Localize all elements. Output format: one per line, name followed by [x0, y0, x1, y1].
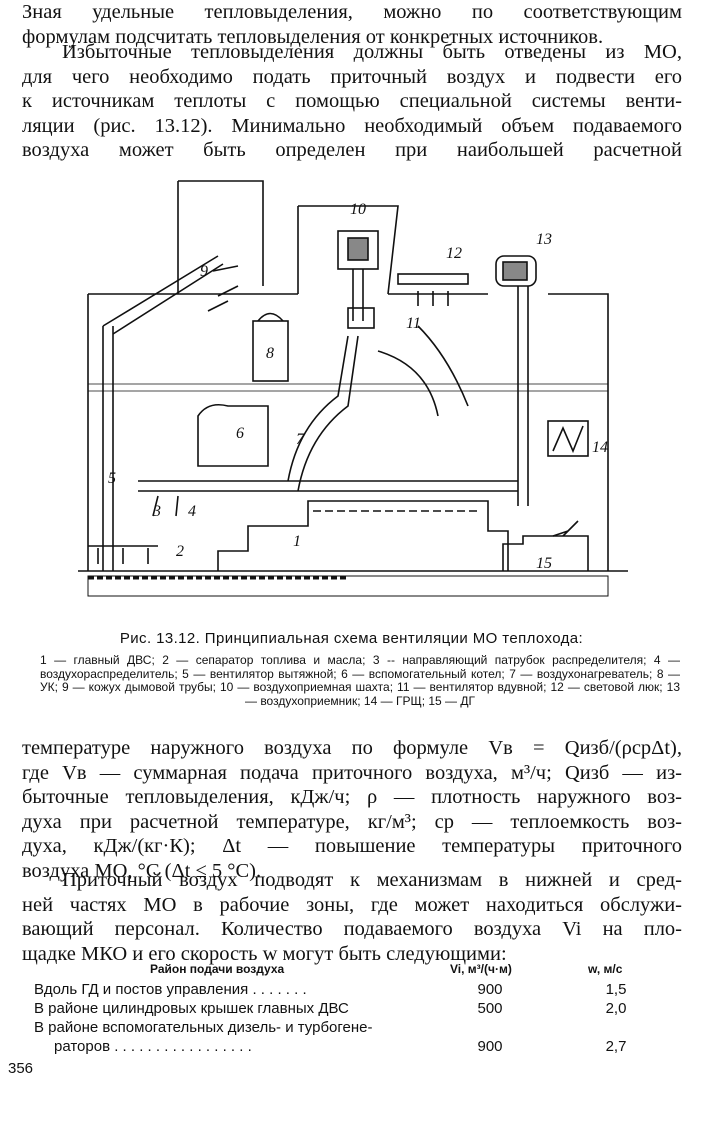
label-6: 6 — [236, 425, 244, 442]
text-line: для чего необходимо подать приточный воз… — [22, 65, 682, 88]
row-label: раторов . . . . . . . . . . . . . . . . … — [54, 1038, 252, 1055]
text-line: Избыточные тепловыделения должны быть от… — [62, 41, 682, 63]
row-speed: 1,5 — [605, 981, 627, 998]
table-row: В районе вспомогательных дизель- и турбо… — [20, 1018, 680, 1037]
label-14: 14 — [592, 439, 608, 456]
label-13: 13 — [536, 231, 552, 248]
header-speed: w, м/с — [588, 962, 623, 976]
ventilation-diagram: 1 2 3 4 5 6 7 8 9 10 11 12 13 14 15 — [78, 180, 628, 597]
table-row: Вдоль ГД и постов управления . . . . . .… — [20, 980, 680, 999]
row-volume: 900 — [477, 1038, 503, 1055]
label-10: 10 — [350, 201, 366, 218]
text-line: Зная удельные тепловыделения, можно по с… — [22, 1, 682, 23]
paragraph-formula: температуре наружного воздуха по формуле… — [22, 736, 682, 883]
row-label: В районе вспомогательных дизель- и турбо… — [34, 1019, 373, 1036]
row-speed: 2,0 — [605, 1000, 627, 1017]
text-line: ляции (рис. 13.12). Минимально необходим… — [22, 114, 682, 137]
page-number: 356 — [8, 1060, 34, 1077]
text-line: вающий персонал. Количество подаваемого … — [22, 918, 682, 940]
figure-legend: 1 — главный ДВС; 2 — сепаратор топлива и… — [40, 653, 680, 708]
table-row: В районе цилиндровых крышек главных ДВС … — [20, 999, 680, 1018]
paragraph-intro: Зная удельные тепловыделения, можно по с… — [22, 0, 682, 49]
text-line: воздуха МО, °С (Δt ≤ 5 °С). — [22, 859, 262, 882]
label-1: 1 — [293, 533, 301, 550]
label-7: 7 — [296, 431, 305, 448]
paragraph-supply-air: Приточный воздух подводят к механизмам в… — [22, 868, 682, 966]
paragraph-excess-heat: Избыточные тепловыделения должны быть от… — [22, 40, 682, 163]
label-4: 4 — [188, 503, 196, 520]
text-line: температуре наружного воздуха по формуле… — [22, 737, 682, 759]
text-line: ней частях МО в рабочие зоны, где может … — [22, 893, 682, 916]
text-line: где Vв — суммарная подача приточного воз… — [22, 761, 682, 784]
label-3: 3 — [152, 503, 161, 520]
label-2: 2 — [176, 543, 184, 560]
header-area: Район подачи воздуха — [150, 962, 285, 976]
text-line: воздуха может быть определен при наиболь… — [22, 139, 682, 161]
text-line: щадке МКО и его скорость w могут быть сл… — [22, 942, 507, 965]
row-label: В районе цилиндровых крышек главных ДВС — [34, 1000, 349, 1017]
row-volume: 500 — [477, 1000, 503, 1017]
text-line: духа при расчетной температуре, кг/м³; c… — [22, 810, 682, 833]
figure-caption: Рис. 13.12. Принципиальная схема вентиля… — [119, 630, 584, 647]
header-volume: Vi, м³/(ч·м) — [450, 962, 512, 976]
label-9: 9 — [200, 263, 208, 280]
air-supply-table: Район подачи воздуха Vi, м³/(ч·м) w, м/с… — [20, 960, 680, 1056]
label-11: 11 — [406, 315, 421, 332]
text-line: быточные тепловыделения, кДж/ч; ρ — плот… — [22, 786, 682, 808]
row-speed: 2,7 — [605, 1038, 627, 1055]
text-line: формулам подсчитать тепловыделения от ко… — [22, 25, 604, 48]
table-row: раторов . . . . . . . . . . . . . . . . … — [20, 1037, 680, 1056]
hull-outline — [88, 293, 609, 571]
label-8: 8 — [266, 345, 274, 362]
text-line: духа, кДж/(кг·К); Δt — повышение темпера… — [22, 835, 682, 857]
label-5: 5 — [108, 470, 116, 487]
label-12: 12 — [446, 245, 462, 262]
label-15: 15 — [536, 555, 552, 572]
row-label: Вдоль ГД и постов управления . . . . . .… — [34, 981, 307, 998]
table-header: Район подачи воздуха Vi, м³/(ч·м) w, м/с — [20, 960, 680, 980]
row-volume: 900 — [477, 981, 503, 998]
text-line: к источникам теплоты с помощью специальн… — [22, 90, 682, 112]
text-line: Приточный воздух подводят к механизмам в… — [62, 869, 682, 891]
